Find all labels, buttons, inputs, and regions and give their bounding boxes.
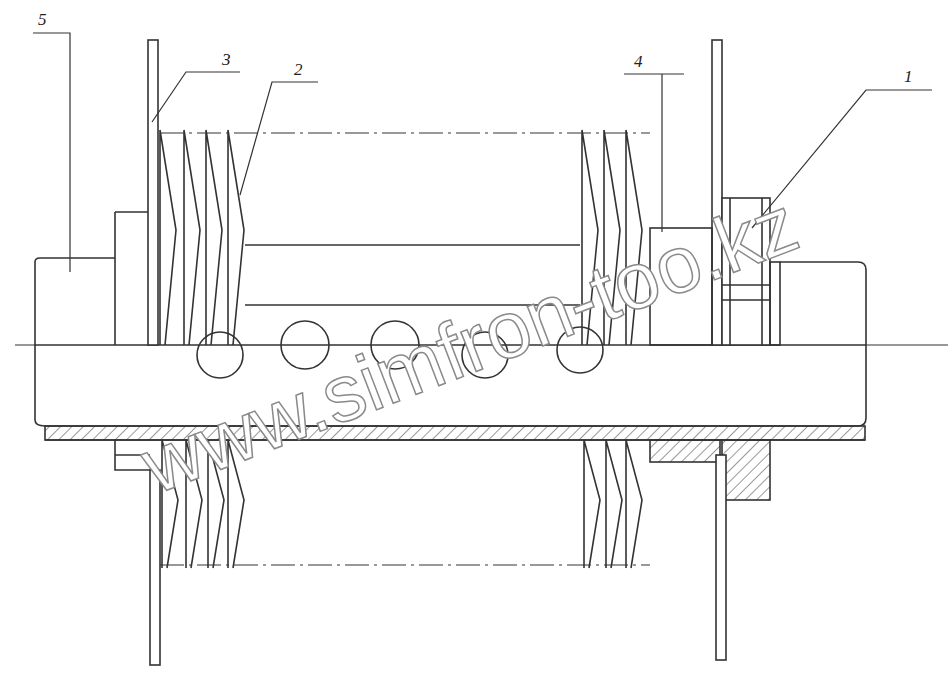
center-line xyxy=(160,133,650,134)
right-flange xyxy=(712,40,722,345)
disc-spring xyxy=(184,130,200,345)
callout-number: 3 xyxy=(222,51,231,68)
callout-number: 5 xyxy=(38,11,47,28)
disc-spring xyxy=(606,440,622,568)
left-hub xyxy=(35,212,148,345)
leader-line xyxy=(152,72,240,122)
disc-spring xyxy=(160,130,176,345)
disc-spring xyxy=(228,130,244,345)
callout-number: 1 xyxy=(904,68,913,85)
nut-washer xyxy=(770,262,780,345)
nut-section xyxy=(722,440,770,500)
callout-number: 2 xyxy=(294,61,303,78)
callout-number: 4 xyxy=(634,53,643,70)
tube-line xyxy=(245,244,580,246)
leader-line xyxy=(624,74,684,232)
hole xyxy=(197,332,243,378)
right-flange xyxy=(716,455,726,660)
disc-spring xyxy=(626,440,642,568)
leader-line xyxy=(33,33,70,272)
leader-line xyxy=(240,82,318,195)
left-flange xyxy=(148,40,158,345)
disc-spring xyxy=(206,130,222,345)
disc-spring xyxy=(584,440,600,568)
spacer-section xyxy=(650,440,720,462)
